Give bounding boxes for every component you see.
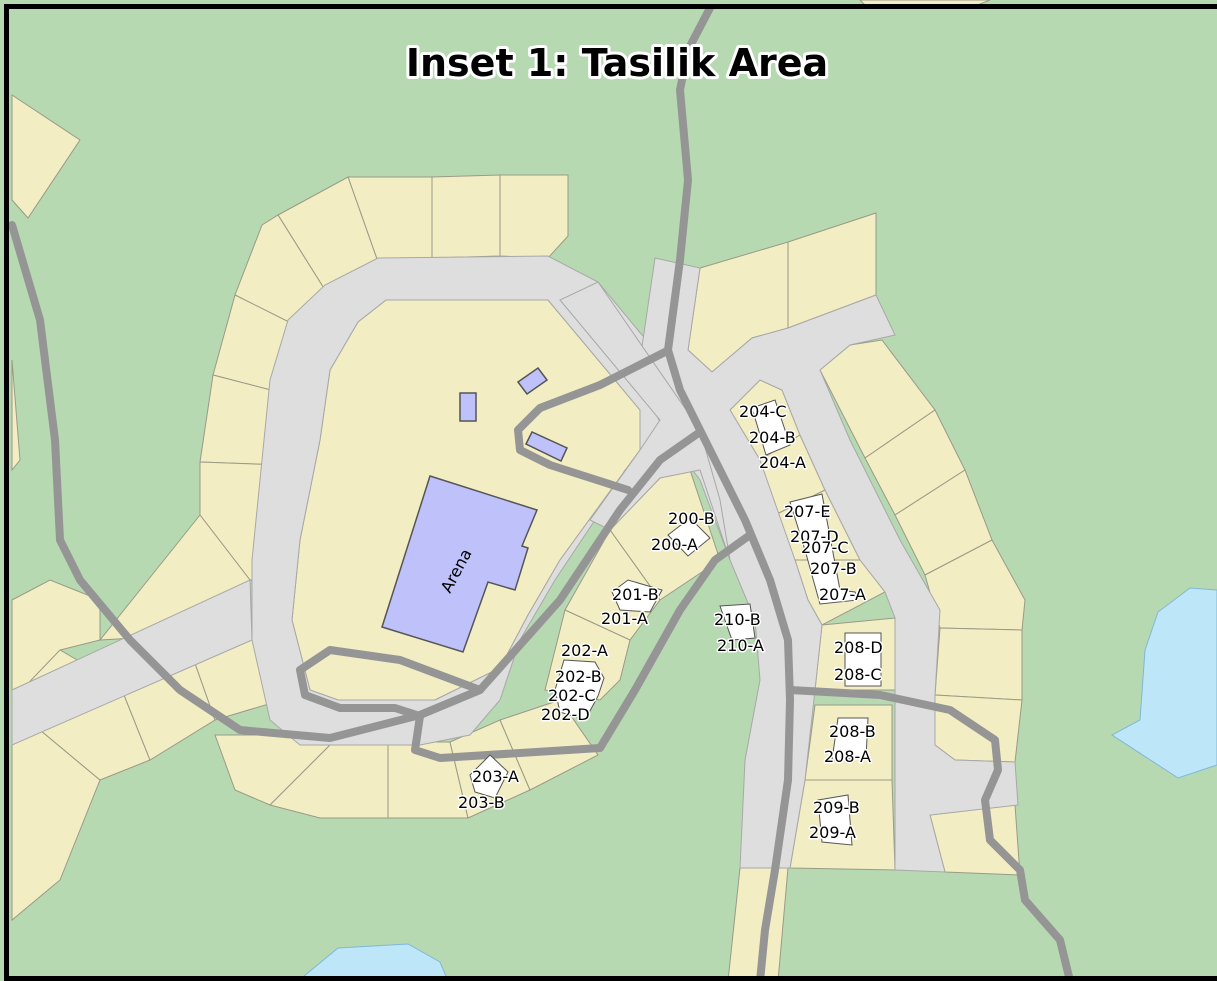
unit-labels: 200-B 200-A 201-B 201-A 202-A 202-B 202-… [457, 401, 885, 844]
unit-label-210-b: 210-B [714, 610, 761, 629]
main-road [639, 257, 1019, 873]
water-bodies [297, 587, 1217, 981]
small-building-2 [516, 366, 549, 396]
lake-south [297, 943, 449, 981]
unit-label-204-a: 204-A [759, 453, 806, 472]
trails [8, 4, 1074, 981]
lake-east [1111, 587, 1217, 779]
unit-label-207-b: 207-B [810, 559, 857, 578]
trail-arena-loop [514, 348, 669, 494]
trail-north [664, 4, 794, 981]
trail-east [786, 686, 1074, 981]
buildings [381, 366, 568, 653]
unit-label-200-a: 200-A [651, 535, 698, 554]
road-areas [11, 255, 1019, 873]
unit-label-207-a: 207-A [819, 585, 866, 604]
unit-label-204-c: 204-C [739, 402, 786, 421]
unit-label-203-b: 203-B [458, 793, 505, 812]
unit-label-210-a: 210-A [717, 636, 764, 655]
unit-label-201-a: 201-A [601, 609, 648, 628]
unit-label-204-b: 204-B [749, 428, 796, 447]
trail-west [8, 221, 704, 742]
unit-label-209-a: 209-A [809, 823, 856, 842]
arena-building [381, 475, 539, 653]
map-title: Inset 1: Tasilik Area [406, 41, 828, 85]
small-building-3 [524, 431, 568, 463]
unit-label-209-b: 209-B [813, 798, 860, 817]
unit-label-208-a: 208-A [824, 747, 871, 766]
unit-label-208-c: 208-C [834, 665, 881, 684]
unit-label-208-d: 208-D [834, 638, 883, 657]
unit-label-201-b: 201-B [612, 585, 659, 604]
map-frame [4, 4, 1217, 981]
unit-label-200-b: 200-B [668, 509, 715, 528]
unit-label-202-d: 202-D [541, 705, 590, 724]
unit-label-207-e: 207-E [784, 502, 830, 521]
unit-label-202-c: 202-C [548, 686, 595, 705]
unit-label-208-b: 208-B [829, 722, 876, 741]
unit-label-207-c: 207-C [801, 538, 848, 557]
trail-south-loop [296, 531, 754, 762]
unit-label-202-b: 202-B [555, 667, 602, 686]
unit-label-207-d: 207-D [790, 527, 839, 546]
small-building-1 [459, 392, 477, 422]
unit-label-202-a: 202-A [561, 641, 608, 660]
unit-label-203-a: 203-A [472, 767, 519, 786]
units [469, 399, 882, 846]
